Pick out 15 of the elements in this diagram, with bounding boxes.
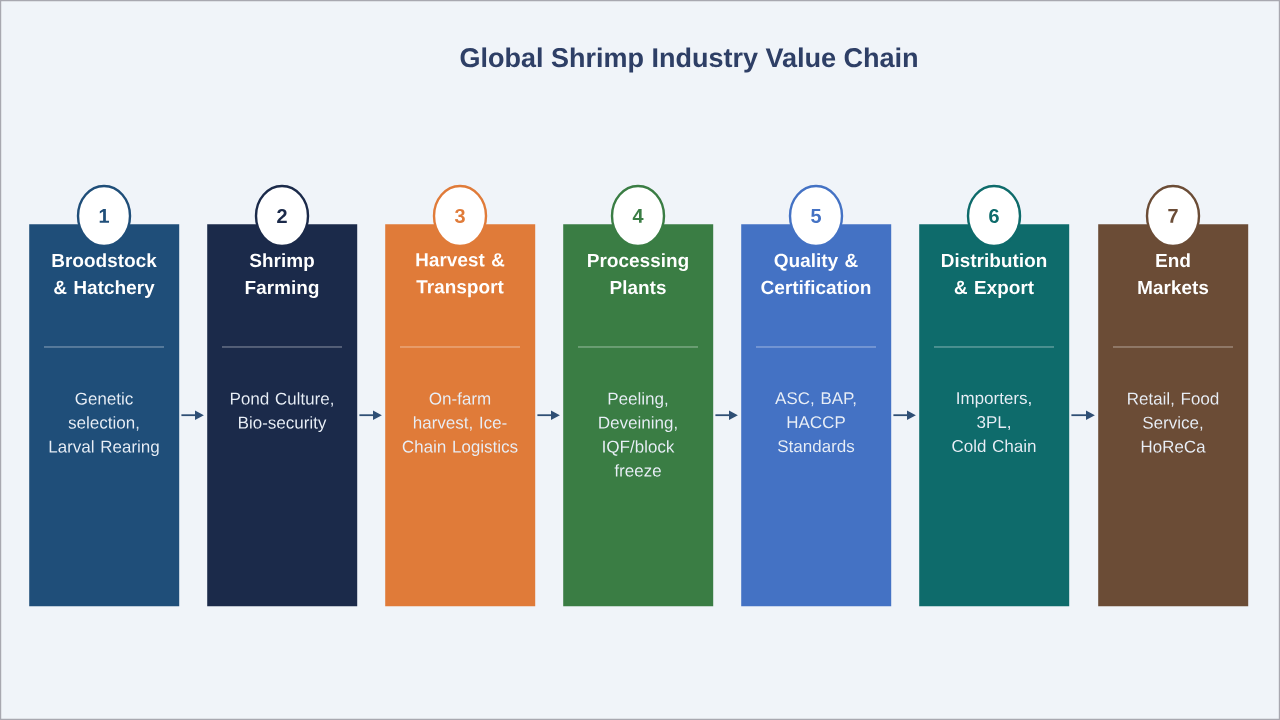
stage-description: ASC, BAP, HACCP Standards bbox=[775, 392, 856, 453]
stage-description: Peeling, Deveining, IQF/block freeze bbox=[599, 392, 677, 477]
stage-description: Genetic selection, Larval Rearing bbox=[49, 392, 159, 457]
stage-heading: Processing Plants bbox=[588, 253, 688, 295]
stage-heading: Shrimp Farming bbox=[245, 253, 319, 298]
stage-description: Pond Culture, Bio-security bbox=[230, 392, 333, 433]
title: Global Shrimp Industry Value Chain bbox=[460, 47, 917, 73]
stage-heading: Broodstock & Hatchery bbox=[52, 253, 157, 298]
stage-description: On-farm harvest, Ice-Chain Logistics bbox=[402, 392, 518, 456]
stage-heading: Distribution & Export bbox=[942, 253, 1047, 298]
stage-description: Retail, Food Service, HoReCa bbox=[1128, 392, 1219, 453]
stage-description: Importers, 3PL, Cold Chain bbox=[952, 392, 1036, 453]
stage-heading: Harvest & Transport bbox=[416, 253, 505, 298]
stage-heading: End Markets bbox=[1138, 253, 1209, 295]
stage-heading: Quality & Certification bbox=[761, 253, 871, 295]
